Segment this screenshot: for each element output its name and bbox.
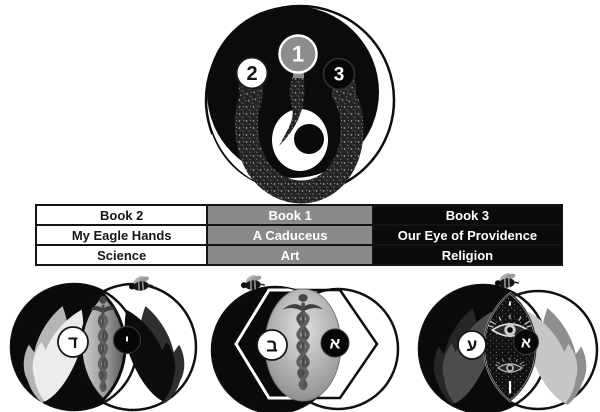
badge-2-label: 2 <box>246 63 257 85</box>
venn-religion: י ן ע א <box>417 269 599 412</box>
table-cell-book1: Book 1 <box>208 206 372 224</box>
table-cell-book3: Book 3 <box>373 206 561 224</box>
bee-icon <box>493 269 520 290</box>
comparison-table: Book 2 Book 1 Book 3 My Eagle Hands A Ca… <box>35 204 563 266</box>
letter-alef: א <box>521 334 531 351</box>
shin-middle-prong <box>279 64 305 146</box>
badge-3: 3 <box>322 57 356 91</box>
table-cell-caduceus: A Caduceus <box>208 226 372 244</box>
lens-top-letter: י <box>508 298 512 313</box>
letter-badge-right: י <box>113 326 141 354</box>
table-cell-eagle-hands: My Eagle Hands <box>37 226 207 244</box>
table-cell-eye-of-providence: Our Eye of Providence <box>373 226 561 244</box>
yin-yang-symbol: 2 1 3 <box>204 4 396 204</box>
letter-alef: א <box>330 336 341 353</box>
letter-badge-right: א <box>513 329 539 355</box>
venn-art: ב א <box>210 271 400 412</box>
yang-white-swoosh <box>206 134 284 191</box>
lens-bottom-letter: ן <box>508 378 513 395</box>
badge-2: 2 <box>235 56 269 90</box>
shin-horseshoe <box>235 87 364 204</box>
table-cell-religion: Religion <box>373 246 561 264</box>
letter-badge-left: ע <box>457 330 487 360</box>
hexagon-outline-white <box>234 288 306 400</box>
letter-yod: י <box>125 332 130 349</box>
table-cell-science: Science <box>37 246 207 264</box>
venn-science: ד י <box>9 272 198 412</box>
letter-badge-left: ב <box>256 329 288 361</box>
table-cell-art: Art <box>208 246 372 264</box>
badge-1-label: 1 <box>292 42 304 67</box>
letter-badge-left: ד <box>57 326 89 358</box>
letter-badge-right: א <box>320 328 350 358</box>
badge-3-label: 3 <box>334 65 345 86</box>
shin-dot <box>294 124 324 154</box>
letter-ayin: ע <box>467 336 478 355</box>
badge-1: 1 <box>278 34 318 74</box>
letter-dalet: ד <box>68 333 78 352</box>
vesica-lens-outline <box>483 292 537 402</box>
table-cell-book2: Book 2 <box>37 206 207 224</box>
letter-bet: ב <box>266 335 278 355</box>
